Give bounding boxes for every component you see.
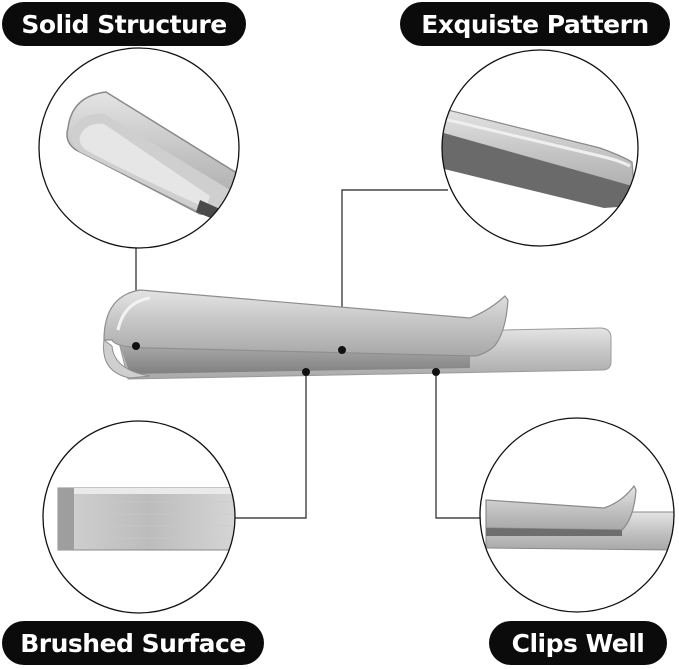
tie-clip-main	[103, 289, 612, 380]
detail-circle-clips-well	[479, 417, 675, 613]
callout-dots	[132, 342, 440, 376]
label-brushed-surface: Brushed Surface	[2, 621, 264, 665]
label-clips-well: Clips Well	[489, 621, 667, 665]
detail-circle-brushed-surface	[42, 420, 236, 614]
detail-circle-exquisite-pattern	[441, 49, 639, 247]
detail-circle-solid-structure	[38, 47, 240, 249]
label-solid-structure: Solid Structure	[2, 2, 246, 46]
label-exquisite-pattern: Exquiste Pattern	[400, 2, 670, 46]
